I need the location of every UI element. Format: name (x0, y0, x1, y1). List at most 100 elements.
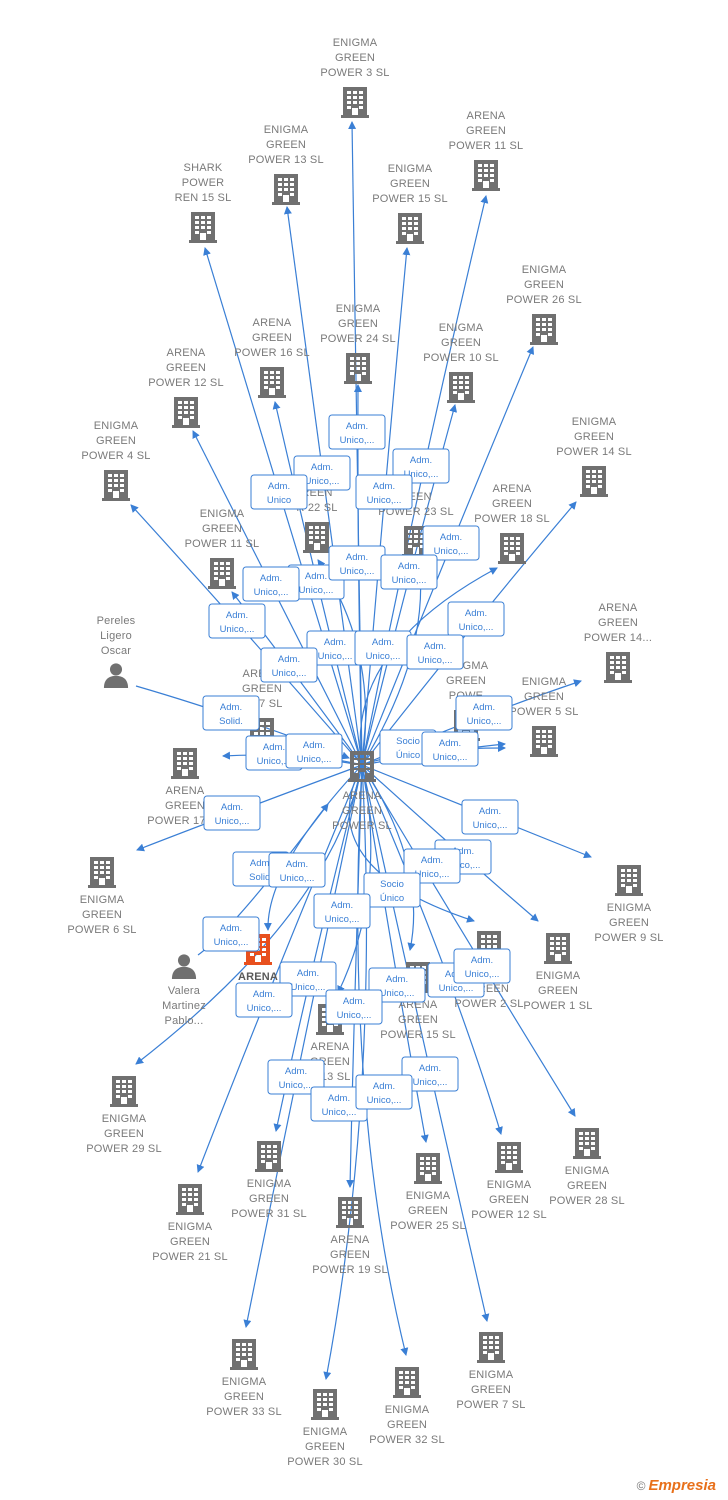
badge-text: Único (396, 750, 420, 761)
node-label-line: ENIGMA (168, 1221, 213, 1233)
role-badge[interactable]: Adm.Unico,... (268, 852, 326, 888)
building-icon (258, 367, 286, 398)
node-label-line: GREEN (398, 1014, 438, 1026)
role-badge[interactable]: Adm.Unico,... (401, 1056, 459, 1092)
node-label-line: GREEN (202, 523, 242, 535)
role-badge[interactable]: Adm.Unico,... (235, 982, 293, 1018)
role-badge[interactable]: Adm.Unico,... (406, 634, 464, 670)
node-n26[interactable]: ValeraMartinezPablo... (162, 954, 206, 1027)
badge-text: Adm. (220, 702, 242, 713)
building-icon (88, 857, 116, 888)
node-label-line: POWER 29 SL (86, 1143, 162, 1155)
edge-n31 (135, 764, 363, 1065)
copyright-notice[interactable]: ©Empresia (637, 1477, 716, 1494)
badge-text: Unico,... (299, 585, 334, 596)
role-badge[interactable]: Adm.Unico,... (328, 545, 386, 581)
node-label-line: POWER 21 SL (152, 1251, 228, 1263)
role-badge[interactable]: Adm.Unico,... (354, 630, 412, 666)
brand-logo: Empresia (648, 1477, 716, 1494)
role-badge[interactable]: Adm.Unico,... (325, 989, 383, 1025)
badge-text: Unico,... (215, 816, 250, 827)
building-icon (477, 1332, 505, 1363)
role-badge[interactable]: Adm.Unico,... (310, 1086, 368, 1122)
badge-text: Unico,... (257, 756, 292, 767)
node-n36[interactable]: ENIGMA GREEN POWER 21 SL (152, 1184, 228, 1263)
badge-text: Unico,... (439, 983, 474, 994)
badge-frame (313, 893, 371, 929)
badge-frame (455, 695, 513, 731)
role-badge[interactable]: Adm.Unico,... (380, 554, 438, 590)
role-badge[interactable]: Adm.Unico,... (202, 916, 260, 952)
node-label-line: GREEN (224, 1391, 264, 1403)
role-badge[interactable]: Adm.Unico,... (313, 893, 371, 929)
node-label-line: ARENA (166, 785, 205, 797)
badge-frame (202, 695, 260, 731)
role-badge[interactable]: Adm.Unico,... (279, 961, 337, 997)
badge-text: Unico,... (366, 651, 401, 662)
role-badge[interactable]: Adm.Unico,... (355, 1074, 413, 1110)
role-badge[interactable]: Adm.Unico,... (208, 603, 266, 639)
node-label-line: GREEN (170, 1236, 210, 1248)
node-label-line: POWER 16 SL (234, 347, 310, 359)
role-badge[interactable]: Adm.Unico,... (447, 601, 505, 637)
role-badge[interactable]: Adm.Unico,... (267, 1059, 325, 1095)
role-badge[interactable]: Adm.Unico,... (328, 414, 386, 450)
role-badge[interactable]: Adm.Unico (250, 474, 308, 510)
role-badge[interactable]: Adm.Unico,... (455, 695, 513, 731)
role-badge[interactable]: Adm.Unico,... (203, 795, 261, 831)
role-badge[interactable]: Adm.Unico,... (285, 733, 343, 769)
role-badge[interactable]: Adm.Solid. (202, 695, 260, 731)
badge-frame (421, 731, 479, 767)
role-badge[interactable]: Adm.Unico,... (306, 630, 364, 666)
badge-text: Unico,... (305, 476, 340, 487)
role-badge[interactable]: Adm.Unico,... (293, 455, 351, 491)
role-badge[interactable]: Adm.Unico,... (453, 948, 511, 984)
badge-text: Unico,... (220, 624, 255, 635)
role-badge[interactable]: Adm.Unico,... (461, 799, 519, 835)
role-badge[interactable]: Adm.Unico,... (242, 566, 300, 602)
role-badge[interactable]: Adm.Unico,... (355, 474, 413, 510)
badge-frame (268, 852, 326, 888)
role-badge[interactable]: Adm.Unico,... (422, 525, 480, 561)
node-label-line: POWER 28 SL (549, 1195, 625, 1207)
center-node-label-line: POWER SL (332, 820, 392, 832)
badge-text: Unico,... (473, 820, 508, 831)
badge-text: Adm. (346, 552, 368, 563)
role-badge[interactable]: Adm.Unico,... (421, 731, 479, 767)
role-badge[interactable]: Adm.Unico,... (368, 967, 426, 1003)
role-badge[interactable]: Adm.Unico,... (260, 647, 318, 683)
